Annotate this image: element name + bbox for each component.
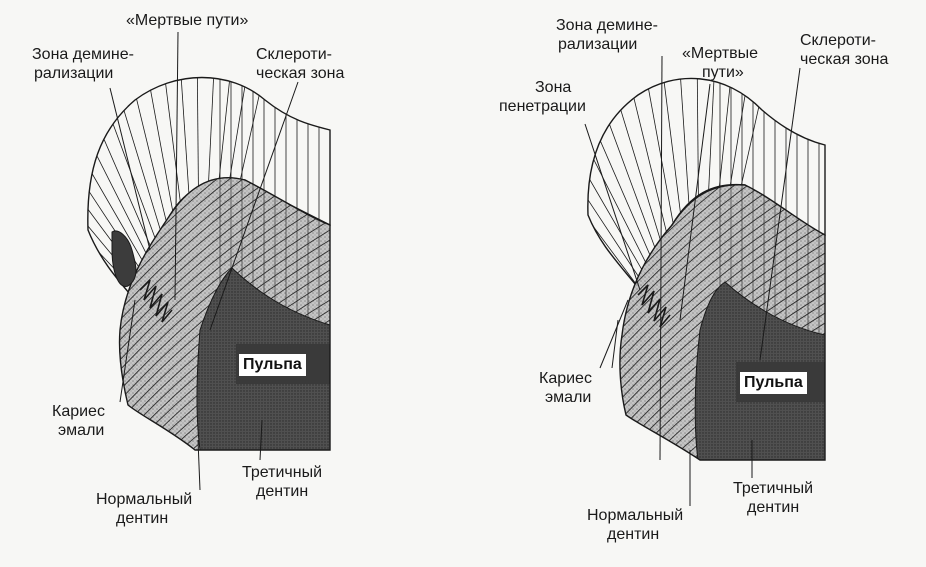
- left-label-tertiary-dentin: Третичный дентин: [242, 464, 323, 500]
- right-label-sclerotic-zone: Склероти- ческая зона: [800, 32, 889, 68]
- dentin-tubule: [619, 209, 825, 391]
- dentin-outline: [619, 184, 826, 461]
- left-label-dead-tracts: «Мертвые пути»: [126, 12, 249, 29]
- dentin-tubule: [619, 199, 825, 381]
- enamel-rod-line: [673, 78, 701, 290]
- left-label-demineralization-zone: Зона демине- рализации: [32, 46, 134, 82]
- label-leader-line: [174, 31, 179, 301]
- enamel-rod-line: [587, 78, 701, 290]
- label-leader-line: [197, 439, 201, 491]
- label-leader-line: [209, 81, 299, 331]
- enamel-rod-line: [695, 78, 701, 290]
- enamel-rod-line: [587, 78, 701, 290]
- enamel-caries-spot: [111, 230, 137, 287]
- dentin-tubule: [619, 219, 825, 401]
- right-label-penetration-zone: Зона пенетрации: [499, 79, 586, 115]
- enamel-rods: [587, 78, 825, 290]
- enamel-rod-line: [605, 78, 701, 290]
- label-leader-line: [599, 299, 629, 369]
- dentin-tubule: [119, 179, 331, 361]
- label-leader-line: [611, 319, 619, 369]
- dentin-tubule: [119, 177, 331, 321]
- enamel-rod-line: [627, 78, 701, 290]
- right-label-pulp: Пульпа: [740, 372, 807, 394]
- enamel-rod-line: [699, 78, 720, 290]
- label-leader-line: [759, 67, 801, 361]
- dentin-outline: [118, 176, 331, 451]
- label-leader-line: [679, 83, 711, 321]
- dentin-tubule: [119, 189, 331, 371]
- dentin-tubule: [119, 219, 331, 401]
- dentin-tubule: [119, 209, 331, 391]
- dentin-tubule: [619, 229, 825, 411]
- left-label-sclerotic-zone: Склероти- ческая зона: [256, 46, 345, 82]
- left-label-pulp: Пульпа: [239, 354, 306, 376]
- enamel-rod-line: [87, 77, 201, 300]
- left-label-enamel-caries: Кариес эмали: [52, 403, 105, 439]
- dentin-tubule: [619, 239, 825, 421]
- caries-lesion-lines: [139, 279, 173, 323]
- caries-lesion-lines: [637, 284, 671, 328]
- label-leader-line: [109, 87, 151, 251]
- label-leader-line: [259, 419, 263, 461]
- enamel-rod-line: [587, 78, 701, 290]
- right-label-demineralization-zone: Зона демине- рализации: [556, 17, 658, 53]
- enamel-rod-line: [587, 78, 701, 290]
- right-label-dead-tracts: «Мертвые пути»: [682, 45, 759, 81]
- enamel-rod-line: [699, 78, 788, 290]
- enamel-rod-line: [87, 77, 201, 300]
- dentin-tubule: [619, 189, 825, 371]
- label-leader-line: [584, 123, 641, 291]
- enamel-rod-line: [699, 78, 766, 290]
- enamel-rod-line: [87, 77, 201, 300]
- label-leader-line: [659, 55, 663, 461]
- enamel-rod-line: [587, 78, 701, 290]
- label-leader-line: [119, 299, 136, 403]
- enamel-rod-line: [587, 78, 701, 290]
- right-label-normal-dentin: Нормальный дентин: [587, 507, 684, 543]
- right-label-enamel-caries: Кариес эмали: [539, 370, 592, 406]
- enamel-rod-line: [699, 78, 743, 290]
- enamel-rod-line: [650, 78, 701, 290]
- right-label-tertiary-dentin: Третичный дентин: [733, 480, 814, 516]
- left-label-normal-dentin: Нормальный дентин: [96, 491, 193, 527]
- enamel-fill: [587, 78, 825, 290]
